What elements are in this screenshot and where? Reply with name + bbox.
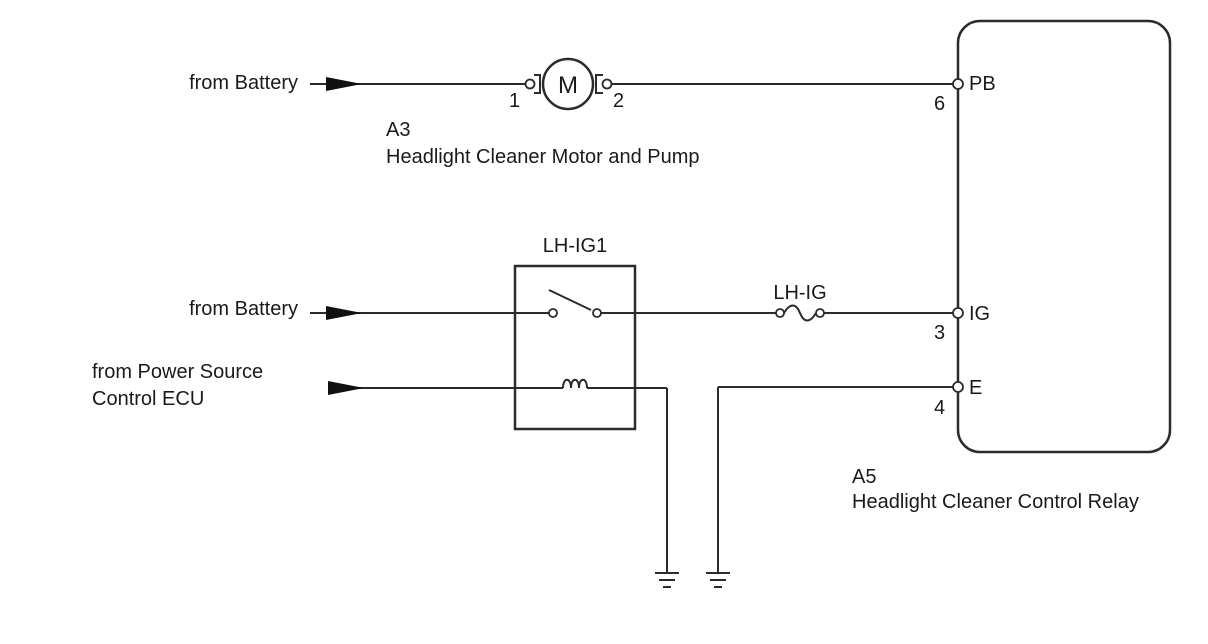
switch-contact-right	[592, 308, 602, 318]
source-label-ecu-line1: from Power Source	[92, 361, 263, 383]
control-relay-ref: A5	[852, 466, 876, 488]
ground-icon-right	[706, 572, 730, 588]
source-label-battery-mid: from Battery	[189, 298, 298, 320]
motor-brush-right	[595, 74, 603, 94]
ig-relay-box	[513, 264, 637, 431]
motor-terminal-1	[524, 78, 536, 90]
motor-symbol-label: M	[558, 72, 578, 99]
source-label-ecu-line2: Control ECU	[92, 388, 204, 410]
fuse-label: LH-IG	[773, 282, 826, 304]
terminal-e-pin: 4	[934, 397, 945, 419]
motor-pin-1: 1	[509, 90, 520, 112]
switch-contact-left	[548, 308, 558, 318]
terminal-e	[952, 381, 964, 393]
terminal-pb-pin: 6	[934, 93, 945, 115]
ig-relay-label: LH-IG1	[543, 235, 607, 257]
motor-circle	[541, 57, 595, 111]
motor-terminal-2	[601, 78, 613, 90]
arrow-icon-battery-mid	[326, 306, 362, 320]
terminal-ig-pin: 3	[934, 322, 945, 344]
coil-icon	[562, 378, 588, 389]
fuse-icon	[775, 304, 825, 322]
switch-arm	[548, 289, 592, 311]
motor-symbol: M	[524, 57, 613, 111]
terminal-pb	[952, 78, 964, 90]
motor-brush-left	[534, 74, 541, 94]
terminal-pb-label: PB	[969, 73, 996, 95]
arrow-icon-ecu	[328, 381, 364, 395]
motor-name: Headlight Cleaner Motor and Pump	[386, 146, 700, 168]
motor-ref: A3	[386, 119, 410, 141]
control-relay-box	[956, 19, 1172, 454]
control-relay-name: Headlight Cleaner Control Relay	[852, 491, 1139, 513]
ground-icon-left	[655, 572, 679, 588]
motor-pin-2: 2	[613, 90, 624, 112]
source-label-battery-top: from Battery	[189, 72, 298, 94]
arrow-icon-battery-top	[326, 77, 362, 91]
terminal-ig	[952, 307, 964, 319]
terminal-e-label: E	[969, 377, 982, 399]
terminal-ig-label: IG	[969, 303, 990, 325]
